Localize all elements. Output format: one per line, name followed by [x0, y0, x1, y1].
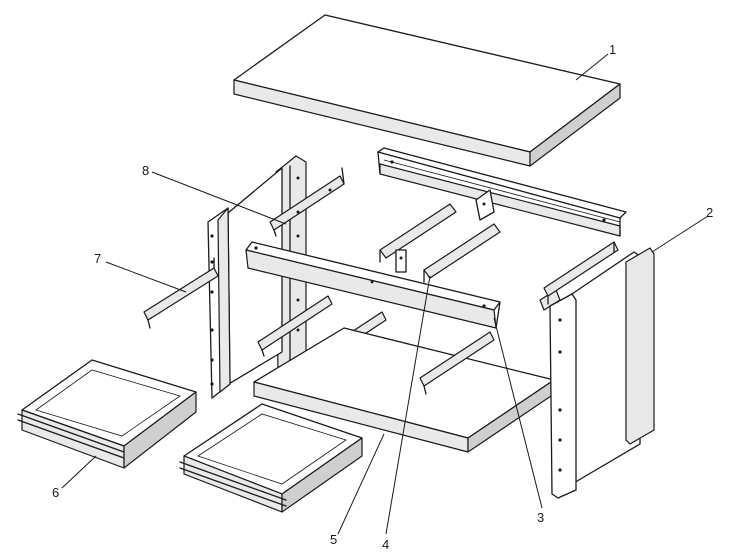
leader-1 — [575, 53, 609, 81]
part-8-left-upper-slide — [269, 167, 345, 237]
part-6-left-drawer — [17, 359, 197, 469]
callout-1: 1 — [609, 42, 616, 57]
left-front-leg — [207, 207, 231, 399]
callout-8: 8 — [142, 163, 149, 178]
part-1-top-panel — [233, 14, 621, 167]
callout-labels: 1 2 3 4 5 6 7 8 — [52, 42, 713, 552]
leader-lines — [61, 53, 709, 535]
leader-6 — [61, 455, 97, 489]
inner-right-slide — [419, 331, 495, 395]
callout-6: 6 — [52, 485, 59, 500]
part-4-center-slides — [379, 189, 501, 283]
left-side-panel — [221, 167, 283, 389]
leader-3 — [493, 317, 543, 509]
leader-5 — [337, 433, 385, 535]
leader-8 — [151, 171, 287, 225]
rear-rail — [377, 147, 627, 237]
callout-3: 3 — [537, 510, 544, 525]
part-2-right-side-panel — [549, 247, 655, 499]
leader-7 — [105, 261, 187, 293]
callout-7: 7 — [94, 251, 101, 266]
center-drawer — [179, 403, 363, 513]
bottom-panel — [253, 327, 555, 453]
callout-2: 2 — [706, 205, 713, 220]
callout-5: 5 — [330, 532, 337, 547]
part-3-front-rail — [245, 241, 501, 329]
leader-4 — [385, 275, 431, 535]
leader-2 — [651, 215, 709, 253]
callout-4: 4 — [382, 537, 389, 552]
part-7-left-lower-slide — [143, 257, 219, 329]
